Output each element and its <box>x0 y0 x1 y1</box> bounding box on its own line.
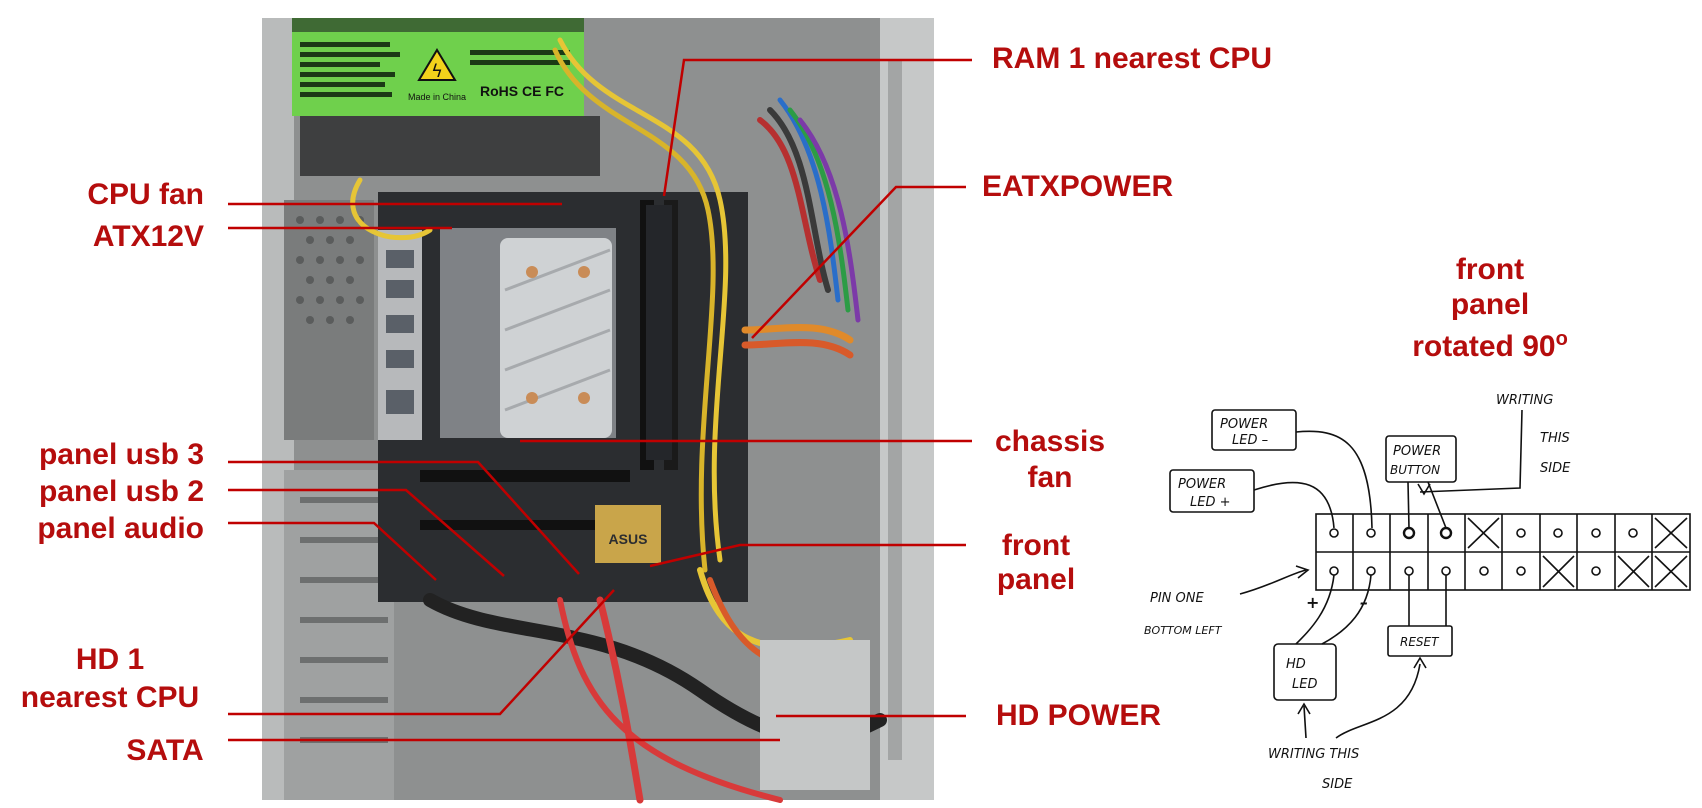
leader-hd1 <box>228 589 615 716</box>
label-panel-usb3: panel usb 3 <box>38 438 204 471</box>
text-power-led-minus-1: POWER <box>1220 417 1268 432</box>
leader-panel-usb2 <box>228 488 505 577</box>
label-front-panel-1: front <box>1001 529 1071 562</box>
svg-text:ASUS: ASUS <box>609 531 648 547</box>
text-reset: RESET <box>1400 635 1440 649</box>
leader-panel-audio <box>228 521 437 581</box>
label-chassis-fan-2: fan <box>1027 461 1073 494</box>
front-panel-title-line2: panel <box>1450 288 1530 321</box>
label-eatxpower: EATXPOWER <box>982 170 1174 203</box>
text-minus: – <box>1360 593 1368 612</box>
text-power-led-minus-2: LED – <box>1232 433 1268 448</box>
text-plus: + <box>1306 593 1319 612</box>
label-hd1-line1: HD 1 <box>75 643 145 676</box>
svg-text:Made in China: Made in China <box>408 92 466 102</box>
box-power-button <box>1385 435 1457 483</box>
pins-top-row <box>1329 517 1688 549</box>
text-power-led-plus-2: LED + <box>1190 495 1231 510</box>
leader-panel-usb3 <box>228 460 580 575</box>
leader-front-panel <box>649 543 966 568</box>
text-writing-top-2: THIS <box>1540 431 1570 446</box>
text-power-button-1: POWER <box>1393 444 1441 459</box>
label-sata: SATA <box>126 734 204 767</box>
label-front-panel-2: panel <box>996 563 1076 596</box>
chipset-heatsink <box>595 505 661 563</box>
text-writing-top-1: WRITING <box>1496 393 1553 408</box>
label-ram1: RAM 1 nearest CPU <box>992 42 1273 75</box>
label-chassis-fan-1: chassis <box>994 425 1106 458</box>
front-panel-title-line3: rotated 90o <box>1412 328 1568 363</box>
box-power-led-minus <box>1211 409 1297 451</box>
label-cpu-fan: CPU fan <box>87 178 204 211</box>
svg-text:RoHS CE FC: RoHS CE FC <box>480 83 564 99</box>
text-power-led-plus-1: POWER <box>1178 477 1226 492</box>
leader-ram1 <box>662 58 972 197</box>
cpu-heatsink <box>500 238 612 438</box>
text-hd-led-2: LED <box>1292 677 1317 692</box>
text-writing-top-3: SIDE <box>1540 461 1571 476</box>
box-power-led-plus <box>1169 469 1255 513</box>
svg-text:ϟ: ϟ <box>431 61 443 82</box>
front-panel-title-line1: front <box>1455 253 1525 286</box>
label-atx12v: ATX12V <box>92 220 204 253</box>
text-hd-led-1: HD <box>1286 657 1306 672</box>
label-hd1-line2: nearest CPU <box>20 681 200 714</box>
box-reset <box>1387 625 1453 657</box>
psu-fan <box>300 116 600 176</box>
label-panel-audio: panel audio <box>37 512 204 545</box>
text-pin-one-1: PIN ONE <box>1150 591 1204 606</box>
leader-eatxpower <box>751 185 966 339</box>
text-power-button-2: BUTTON <box>1390 463 1440 477</box>
text-pin-one-2: BOTTOM LEFT <box>1144 624 1223 637</box>
warning-icon <box>417 48 457 81</box>
pcie-slot <box>420 470 630 482</box>
label-hd-power: HD POWER <box>996 699 1161 732</box>
front-panel-title: front panel rotated 90o <box>1390 252 1590 364</box>
pins-bottom-row <box>1329 555 1688 588</box>
text-writing-bottom-1: WRITING THIS <box>1268 747 1359 762</box>
text-writing-bottom-2: SIDE <box>1322 777 1353 792</box>
label-panel-usb2: panel usb 2 <box>38 475 204 508</box>
box-hd-led <box>1273 643 1337 701</box>
